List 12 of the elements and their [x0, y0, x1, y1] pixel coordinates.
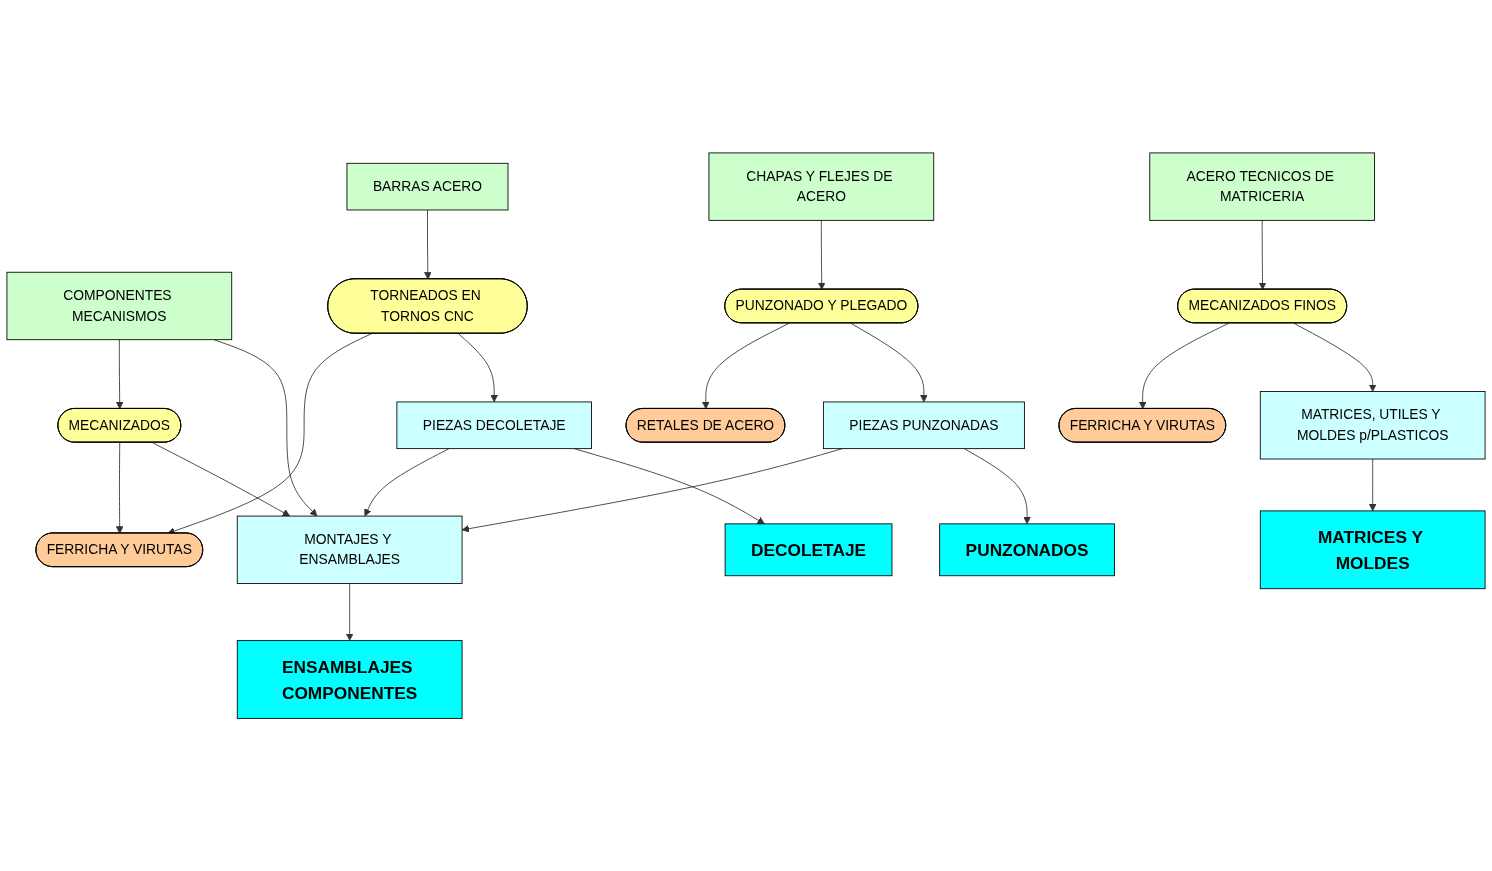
node-box: MATRICES Y MOLDES — [1259, 510, 1486, 589]
node-box: PUNZONADOS — [939, 523, 1115, 576]
node-box: BARRAS ACERO — [346, 162, 509, 211]
node-box: CHAPAS Y FLEJES DE ACERO — [708, 152, 935, 221]
node-box: COMPONENTES MECANISMOS — [6, 271, 233, 340]
node-box: MATRICES, UTILES Y MOLDES p/PLASTICOS — [1259, 390, 1486, 460]
node-box: PIEZAS PUNZONADAS — [822, 401, 1025, 449]
node-box: ENSAMBLAJES COMPONENTES — [236, 640, 463, 719]
node-box: ACERO TECNICOS DE MATRICERIA — [1149, 152, 1375, 221]
node-box: DECOLETAJE — [724, 523, 893, 576]
node-box: PIEZAS DECOLETAJE — [396, 401, 592, 449]
node-box: MONTAJES Y ENSAMBLAJES — [236, 515, 463, 584]
